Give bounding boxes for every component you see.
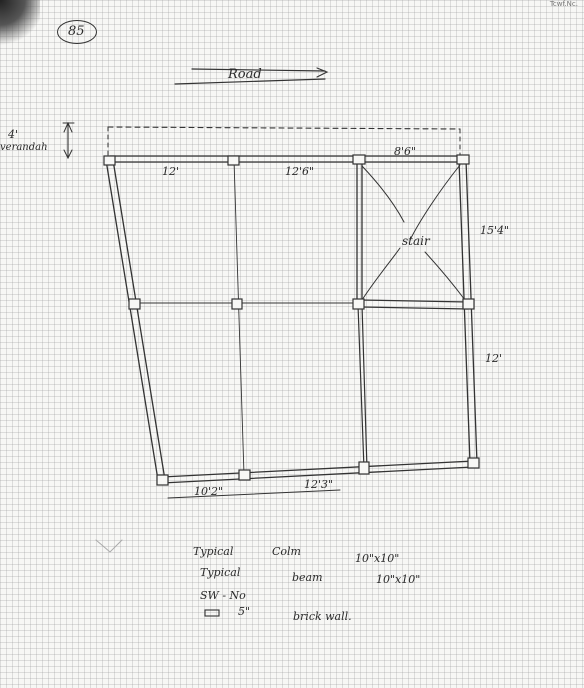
column — [128, 298, 141, 310]
scan-mark — [95, 539, 123, 553]
road-line-top — [191, 68, 326, 72]
dim-right-2: 12' — [485, 352, 503, 365]
column — [103, 155, 116, 166]
verandah-dashed-line — [107, 126, 461, 130]
note-sw: SW - No — [200, 589, 246, 602]
dim-bottom-2: 12'3" — [304, 478, 334, 491]
verandah-label: verandah — [0, 142, 48, 153]
stair-strokes — [361, 164, 466, 301]
columns — [103, 154, 480, 486]
dim-bottom-1: 10'2" — [194, 485, 224, 498]
column — [358, 461, 370, 475]
bottom-dim-line — [167, 489, 341, 499]
verandah-depth: 4' — [8, 128, 19, 141]
column — [456, 154, 470, 165]
note-col-item: Colm — [272, 545, 301, 558]
scan-corner-shadow — [0, 0, 40, 50]
note-wall-thickness: 5" — [238, 605, 251, 618]
verandah-dim-arrow-bottom — [63, 149, 73, 160]
grid-line-col2 — [233, 159, 245, 476]
note-beam-size: 10"x10" — [376, 573, 421, 586]
road-label: Road — [228, 67, 262, 82]
column — [352, 154, 366, 165]
dim-top-2: 12'6" — [285, 165, 315, 178]
stair-walls — [356, 159, 469, 310]
grid-line-col3-lower-b — [361, 304, 368, 470]
header-mark: Tcwf.Nc. — [549, 0, 578, 8]
brick-wall-symbol — [204, 609, 220, 617]
column — [238, 469, 251, 481]
page-number-ring — [57, 20, 97, 44]
column — [231, 298, 243, 310]
note-beam-label: Typical — [200, 566, 241, 579]
dim-top-3: 8'6" — [394, 145, 417, 158]
exterior-walls — [105, 155, 478, 484]
verandah-dim-arrow-top — [63, 121, 73, 133]
page-number: 85 — [68, 24, 85, 39]
road-arrowhead — [316, 67, 329, 78]
dim-right-1: 15'4" — [480, 224, 510, 237]
column — [462, 298, 475, 310]
note-wall-item: brick wall. — [293, 610, 352, 623]
stair-label: stair — [402, 234, 430, 248]
column — [227, 155, 240, 166]
column — [352, 298, 365, 310]
grid-line-col3-lower — [357, 304, 365, 470]
column — [467, 457, 480, 469]
note-beam-item: beam — [292, 571, 323, 584]
road-line-bottom — [174, 78, 326, 85]
dim-top-1: 12' — [162, 165, 180, 178]
note-col-label: Typical — [193, 545, 234, 558]
note-col-size: 10"x10" — [355, 552, 400, 565]
column — [156, 474, 169, 486]
